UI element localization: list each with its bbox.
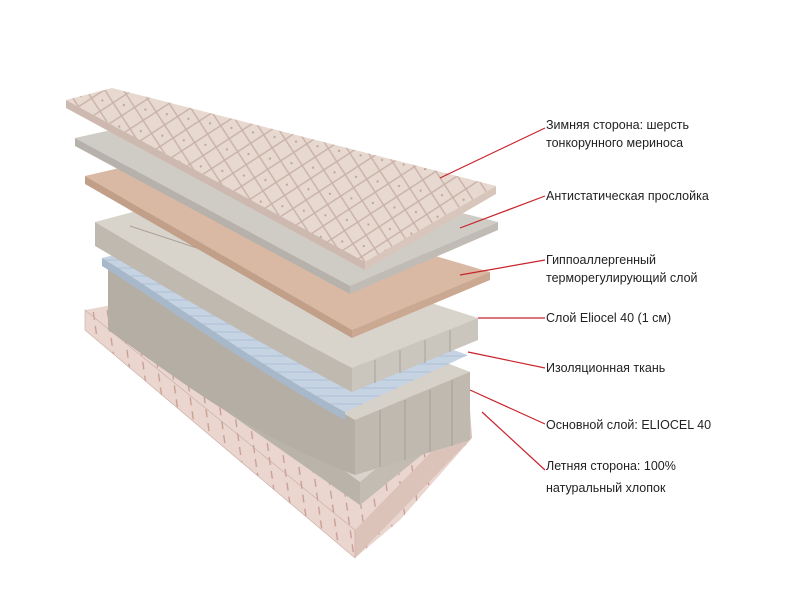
leader-line-3 <box>459 259 546 276</box>
label-winter-side-line1: Зимняя сторона: шерсть <box>546 118 689 132</box>
label-core-line1: Основной слой: ELIOCEL 40 <box>546 418 712 432</box>
label-antistatic: Антистатическая прослойка <box>546 187 709 205</box>
label-summer-line1: Летняя сторона: 100% <box>546 459 676 473</box>
leader-line-2 <box>459 195 546 229</box>
label-thermo-line2: терморегулирующий слой <box>546 271 698 285</box>
layer-winter-merino <box>66 88 496 270</box>
label-winter-side-line2: тонкорунного мериноса <box>546 136 684 150</box>
label-thermo-line1: Гиппоаллергенный <box>546 253 656 267</box>
label-winter-side: Зимняя сторона: шерсть тонкорунного мери… <box>546 116 689 152</box>
label-eliocel-1cm: Слой Eliocel 40 (1 см) <box>546 309 671 327</box>
leader-line-6 <box>469 389 546 425</box>
leader-line-5 <box>467 351 546 369</box>
label-summer-side: Летняя сторона: 100% натуральный хлопок <box>546 455 676 499</box>
label-eliocel-line1: Слой Eliocel 40 (1 см) <box>546 311 672 325</box>
leader-lines <box>439 127 546 471</box>
label-insulation-fabric: Изоляционная ткань <box>546 359 665 377</box>
label-antistatic-line1: Антистатическая прослойка <box>546 189 709 203</box>
leader-line-7 <box>481 411 546 471</box>
label-thermoregulating: Гиппоаллергенный терморегулирующий слой <box>546 251 698 287</box>
label-insulation-line1: Изоляционная ткань <box>546 361 666 375</box>
label-summer-line2: натуральный хлопок <box>546 481 666 495</box>
leader-line-1 <box>439 127 546 179</box>
label-core-layer: Основной слой: ELIOCEL 40 <box>546 416 711 434</box>
